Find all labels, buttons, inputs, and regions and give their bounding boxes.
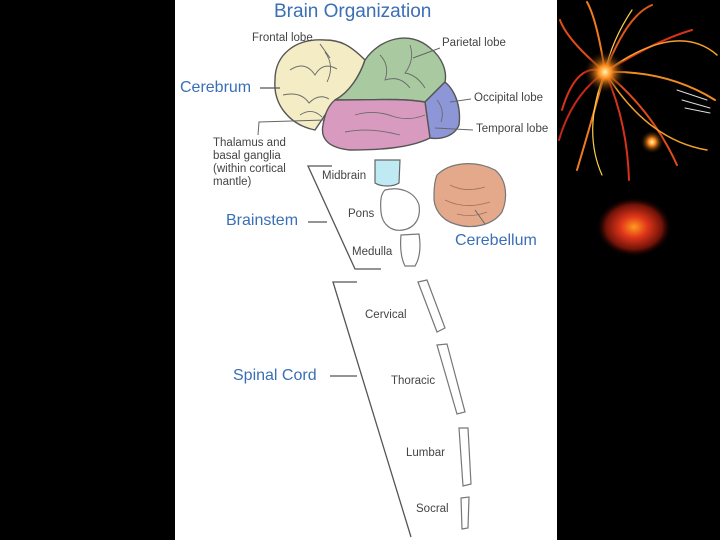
cerebrum-label: Cerebrum <box>180 79 252 96</box>
thalamus-label-line-2: basal ganglia <box>213 150 281 162</box>
cerebellum-label: Cerebellum <box>455 232 537 249</box>
spinal-segments <box>417 279 472 530</box>
thalamus-label-line-3: (within cortical <box>213 163 286 175</box>
page-title: Brain Organization <box>274 1 432 22</box>
midbrain-shape <box>374 159 401 187</box>
diagram-panel <box>175 0 557 540</box>
brainstem-bracket <box>306 165 381 270</box>
midbrain-label: Midbrain <box>322 170 367 182</box>
spinal-cord-label: Spinal Cord <box>233 367 317 384</box>
pointer-lines <box>257 43 486 225</box>
bracket-lines <box>260 87 412 538</box>
occipital-lobe-label: Occipital lobe <box>474 92 544 104</box>
temporal-lobe-label: Temporal lobe <box>476 123 549 135</box>
thoracic-segment <box>436 343 466 415</box>
thalamus-label: Thalamus and basal ganglia (within corti… <box>213 137 286 189</box>
parietal-lobe-label: Parietal lobe <box>442 37 506 49</box>
frontal-lobe-label: Frontal lobe <box>252 32 313 44</box>
thoracic-label: Thoracic <box>391 375 436 387</box>
thalamus-label-line-1: Thalamus and <box>213 137 286 149</box>
medulla-label: Medulla <box>352 246 393 258</box>
cervical-label: Cervical <box>365 309 407 321</box>
cerebrum-illustration <box>274 37 461 151</box>
firework-decoration <box>558 1 718 257</box>
gyri-lines <box>282 44 443 136</box>
pons-shape <box>380 188 420 231</box>
medulla-shape <box>400 233 421 267</box>
sacral-segment <box>460 496 470 530</box>
sacral-label: Socral <box>416 503 449 515</box>
lumbar-segment <box>458 427 472 487</box>
thalamus-label-line-4: mantle) <box>213 176 252 188</box>
cervical-segment <box>417 279 446 333</box>
temporal-lobe-shape <box>321 98 431 151</box>
firework-burst <box>558 1 718 181</box>
brainstem-label: Brainstem <box>226 212 299 229</box>
pons-label: Pons <box>348 208 375 220</box>
lumbar-label: Lumbar <box>406 447 445 459</box>
glow-orb <box>596 197 672 257</box>
brain-organization-illustration <box>257 37 507 538</box>
frontal-lobe-shape <box>274 39 366 131</box>
cerebellum-shape <box>433 163 507 228</box>
spinal-cord-bracket <box>332 281 412 538</box>
